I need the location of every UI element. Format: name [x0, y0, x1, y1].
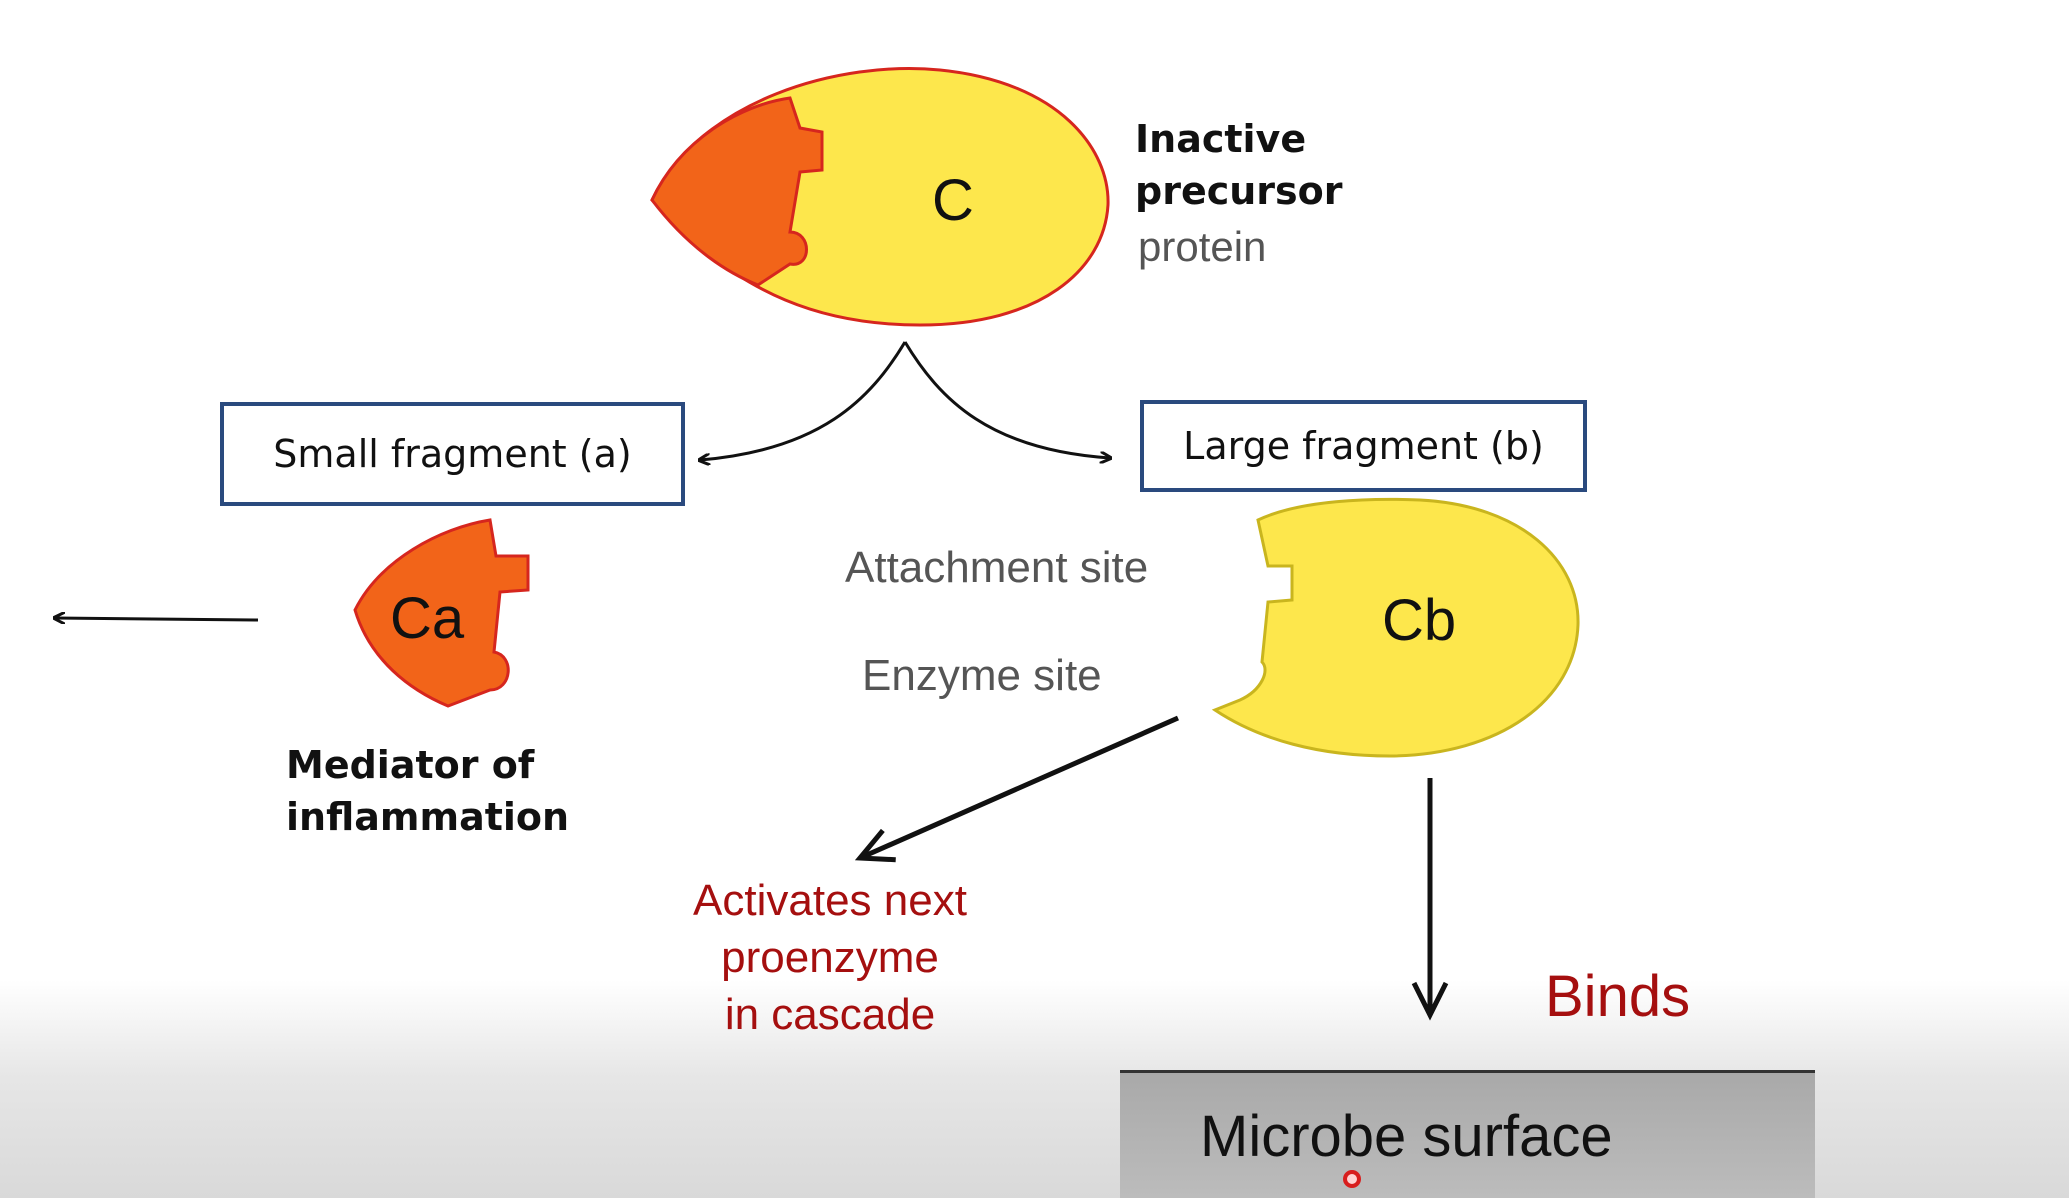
- precursor-label-precursor: precursor: [1135, 169, 1343, 213]
- split-arrow-left: [700, 341, 907, 460]
- cb-fragment-shape: [1211, 497, 1580, 758]
- activates-arrow: [854, 715, 1180, 863]
- binds-label: Binds: [1545, 964, 1691, 1029]
- ca-label: Ca: [390, 586, 465, 651]
- activates-line1: Activates next: [693, 876, 967, 925]
- cb-label: Cb: [1382, 588, 1457, 653]
- mediator-label-line2: inflammation: [286, 795, 570, 839]
- small-fragment-box: Small fragment (a): [220, 402, 685, 506]
- attachment-site-label: Attachment site: [845, 543, 1149, 592]
- enzyme-site-label: Enzyme site: [862, 651, 1102, 700]
- activates-line2: proenzyme: [721, 933, 939, 983]
- pointer-cursor-icon: [1343, 1170, 1361, 1188]
- c-label: C: [932, 168, 974, 233]
- precursor-label-protein: protein: [1138, 223, 1267, 270]
- precursor-orange-fragment: [650, 96, 824, 287]
- precursor-label-inactive: Inactive: [1135, 117, 1307, 161]
- microbe-surface-label: Microbe surface: [1200, 1104, 1613, 1169]
- split-arrow-right: [903, 341, 1110, 458]
- mediator-label-line1: Mediator of: [286, 743, 535, 787]
- ca-outward-arrow: [55, 618, 259, 620]
- ca-fragment-shape: [353, 518, 530, 708]
- microbe-surface: Microbe surface: [1120, 1070, 1815, 1198]
- activates-line3: in cascade: [724, 990, 936, 1040]
- activates-label: Activates next proenzyme in cascade: [660, 872, 1000, 1044]
- large-fragment-box: Large fragment (b): [1140, 400, 1587, 492]
